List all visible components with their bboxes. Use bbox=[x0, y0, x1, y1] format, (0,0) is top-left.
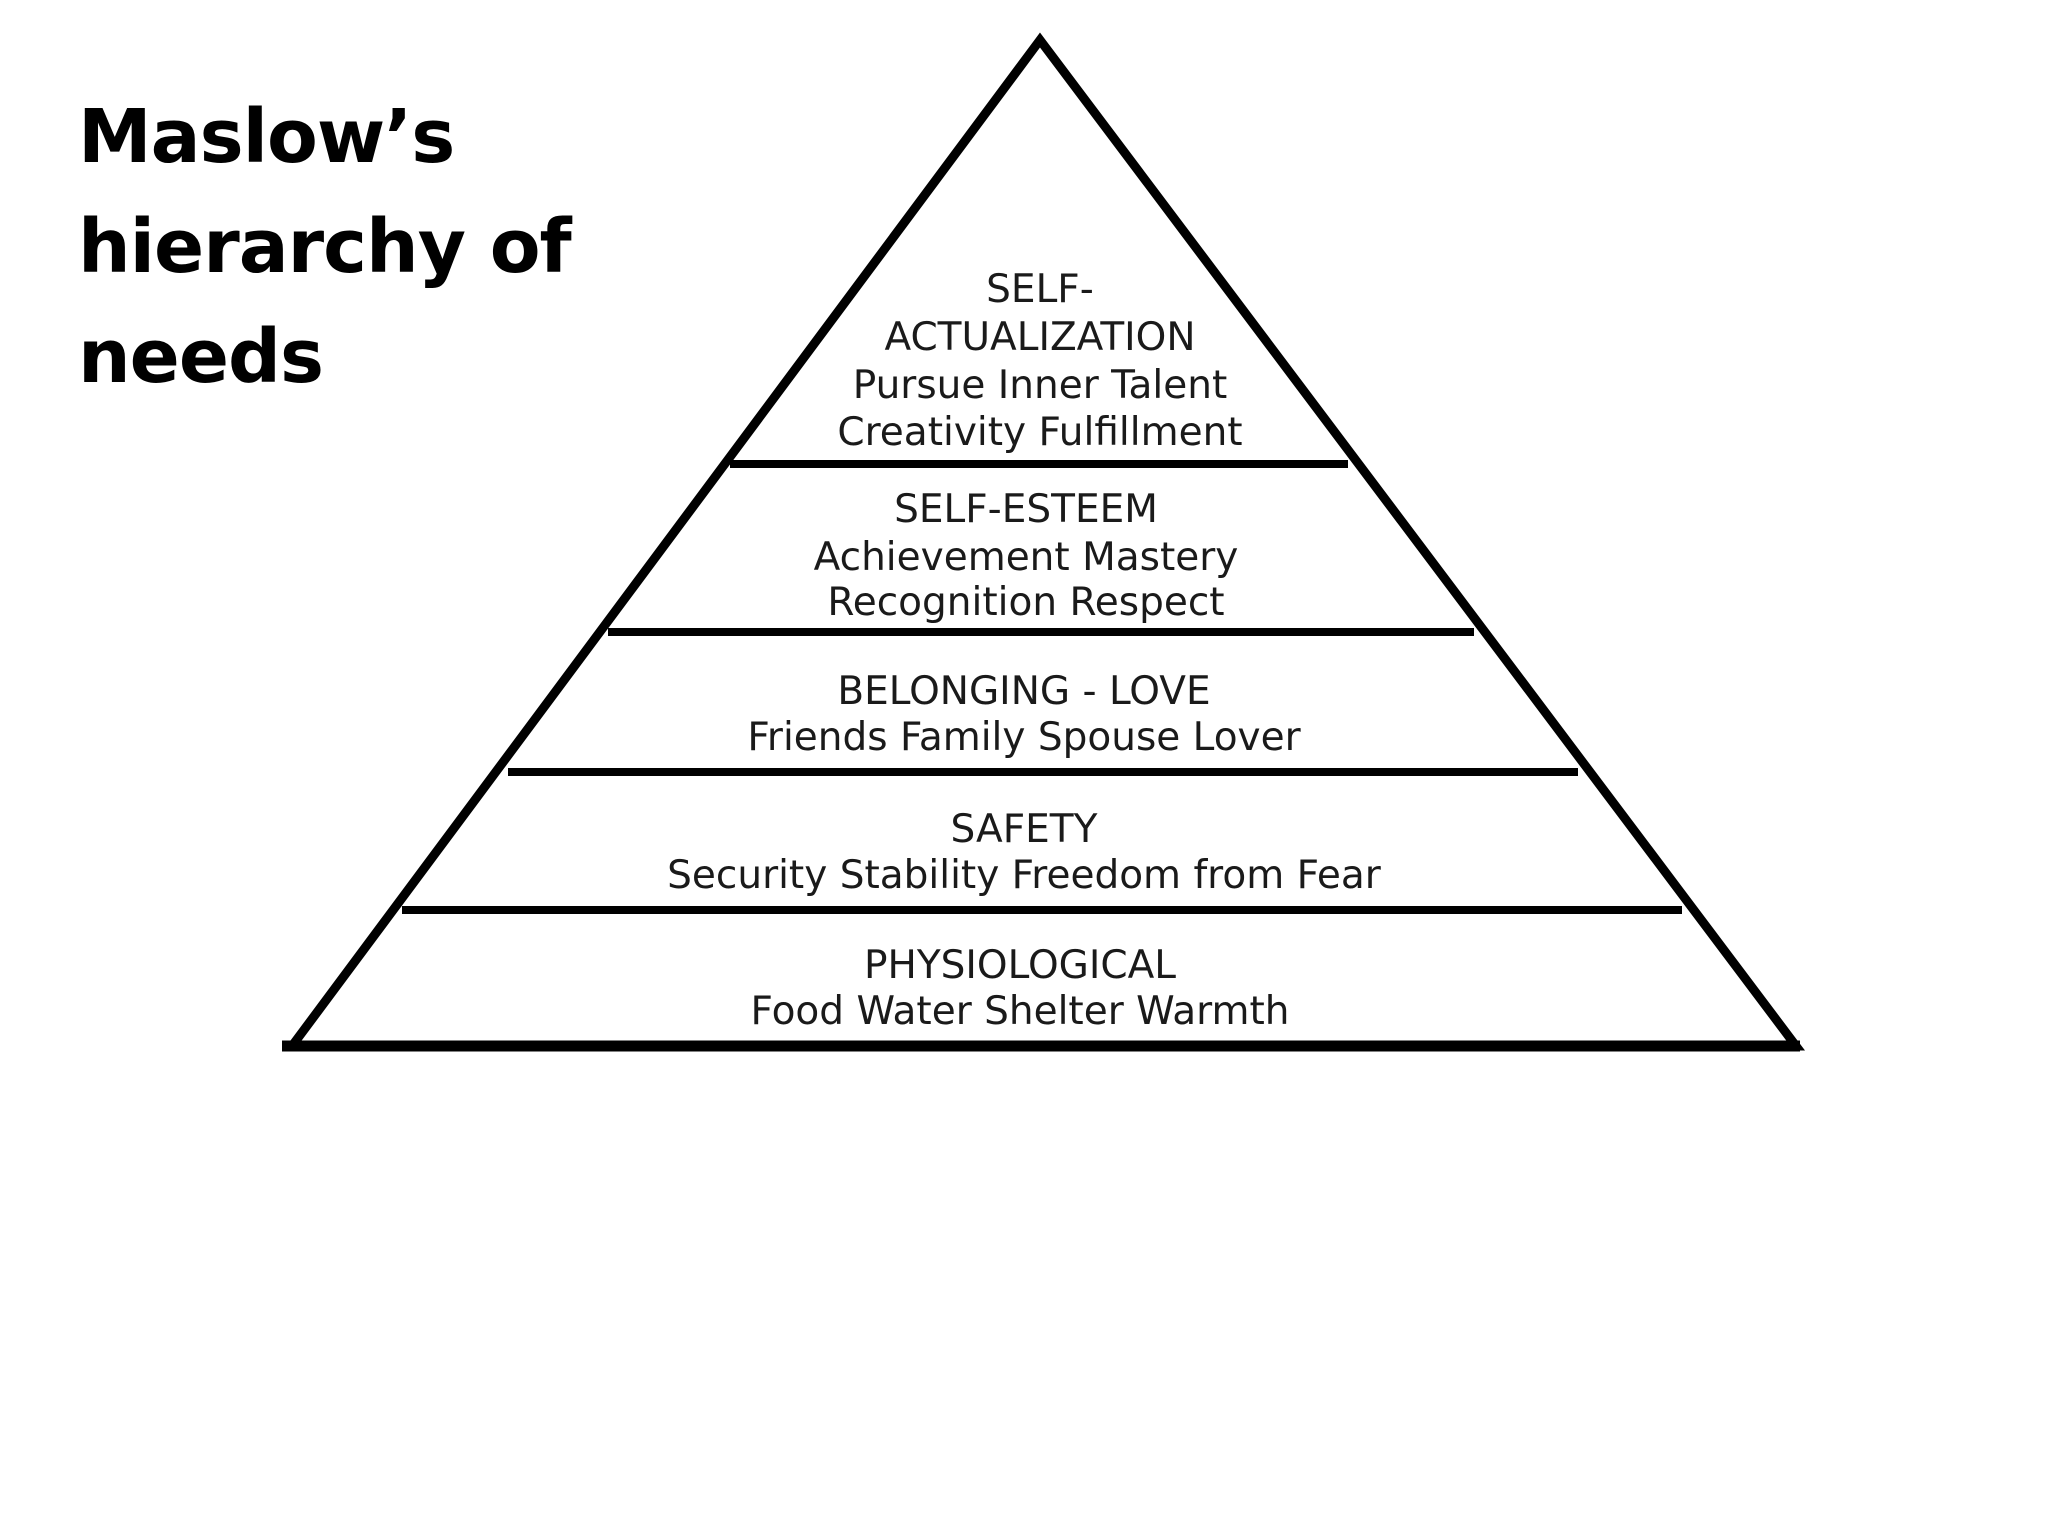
tier-safety: SAFETY Security Stability Freedom from F… bbox=[667, 807, 1382, 898]
tier-self-actualization: SELF- ACTUALIZATION Pursue Inner Talent … bbox=[837, 267, 1242, 455]
slide-title: Maslow’s hierarchy of needs bbox=[78, 82, 838, 412]
tier-physiological-line-2: Food Water Shelter Warmth bbox=[751, 989, 1290, 1034]
title-line-1: Maslow’s bbox=[78, 94, 455, 180]
tier-belonging-love-line-2: Friends Family Spouse Lover bbox=[747, 715, 1301, 760]
tier-self-actualization-line-4: Creativity Fulfillment bbox=[837, 410, 1242, 455]
tier-self-esteem-line-3: Recognition Respect bbox=[827, 580, 1224, 625]
tier-self-esteem-line-2: Achievement Mastery bbox=[814, 535, 1239, 580]
tier-self-actualization-line-2: ACTUALIZATION bbox=[884, 315, 1195, 360]
tier-self-actualization-line-1: SELF- bbox=[986, 267, 1094, 312]
tier-belonging-love: BELONGING - LOVE Friends Family Spouse L… bbox=[747, 669, 1301, 760]
tier-safety-line-1: SAFETY bbox=[951, 807, 1098, 852]
tier-safety-line-2: Security Stability Freedom from Fear bbox=[667, 853, 1382, 898]
tier-self-esteem: SELF-ESTEEM Achievement Mastery Recognit… bbox=[814, 487, 1239, 625]
tier-self-actualization-line-3: Pursue Inner Talent bbox=[853, 363, 1227, 408]
tier-physiological-line-1: PHYSIOLOGICAL bbox=[864, 943, 1176, 988]
tier-physiological: PHYSIOLOGICAL Food Water Shelter Warmth bbox=[751, 943, 1290, 1034]
title-line-2: hierarchy of needs bbox=[78, 204, 572, 400]
tier-belonging-love-line-1: BELONGING - LOVE bbox=[837, 669, 1210, 714]
tier-self-esteem-line-1: SELF-ESTEEM bbox=[894, 487, 1158, 532]
